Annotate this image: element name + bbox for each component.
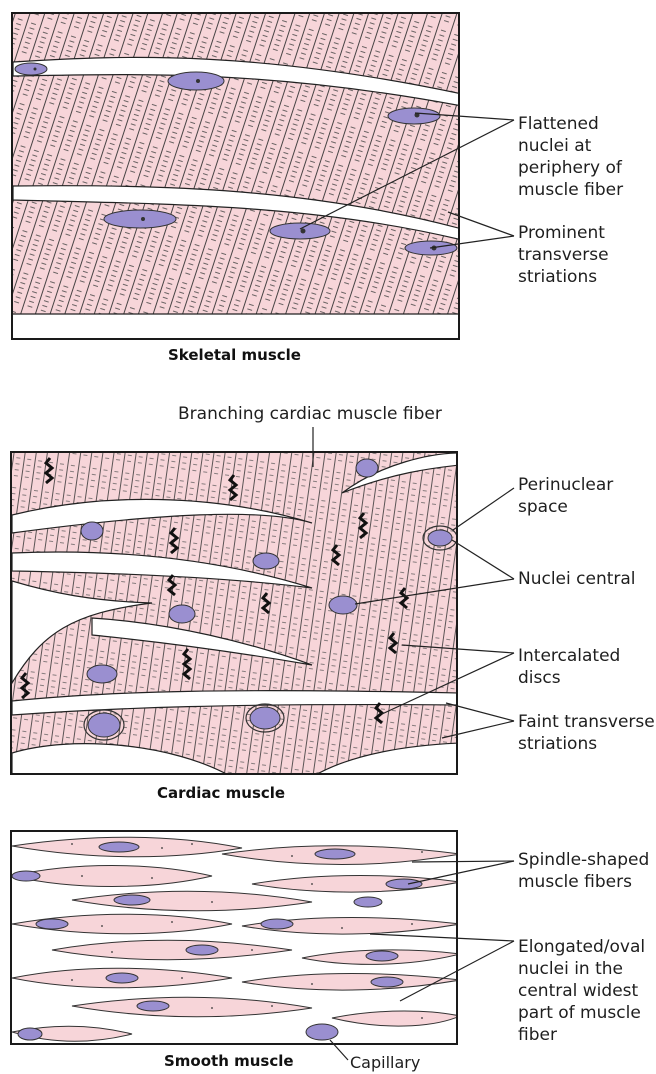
label-flattened-nuclei: Flattened nuclei at periphery of muscle … <box>518 113 623 201</box>
cardiac-muscle-caption: Cardiac muscle <box>157 784 285 802</box>
smooth-muscle-panel <box>10 830 458 1045</box>
skeletal-muscle-caption: Skeletal muscle <box>168 346 301 364</box>
label-elongated-oval-nuclei: Elongated/oval nuclei in the central wid… <box>518 936 645 1046</box>
label-spindle-shaped-fibers: Spindle-shaped muscle fibers <box>518 849 649 893</box>
skeletal-muscle-illustration <box>13 14 460 340</box>
label-perinuclear-space: Perinuclear space <box>518 474 613 518</box>
cardiac-muscle-illustration <box>12 453 458 775</box>
smooth-muscle-caption: Smooth muscle <box>164 1052 294 1070</box>
label-capillary: Capillary <box>350 1052 420 1074</box>
cardiac-muscle-panel <box>10 451 458 775</box>
label-prominent-transverse-striations: Prominent transverse striations <box>518 222 609 288</box>
capillary <box>306 1024 338 1040</box>
smooth-muscle-illustration <box>12 832 458 1045</box>
label-nuclei-central: Nuclei central <box>518 568 636 590</box>
label-faint-transverse-striations: Faint transverse striations <box>518 711 655 755</box>
skeletal-muscle-panel <box>11 12 460 340</box>
spindle-fibers <box>12 837 458 1041</box>
label-branching-cardiac-fiber: Branching cardiac muscle fiber <box>178 403 442 425</box>
label-intercalated-discs: Intercalated discs <box>518 645 620 689</box>
